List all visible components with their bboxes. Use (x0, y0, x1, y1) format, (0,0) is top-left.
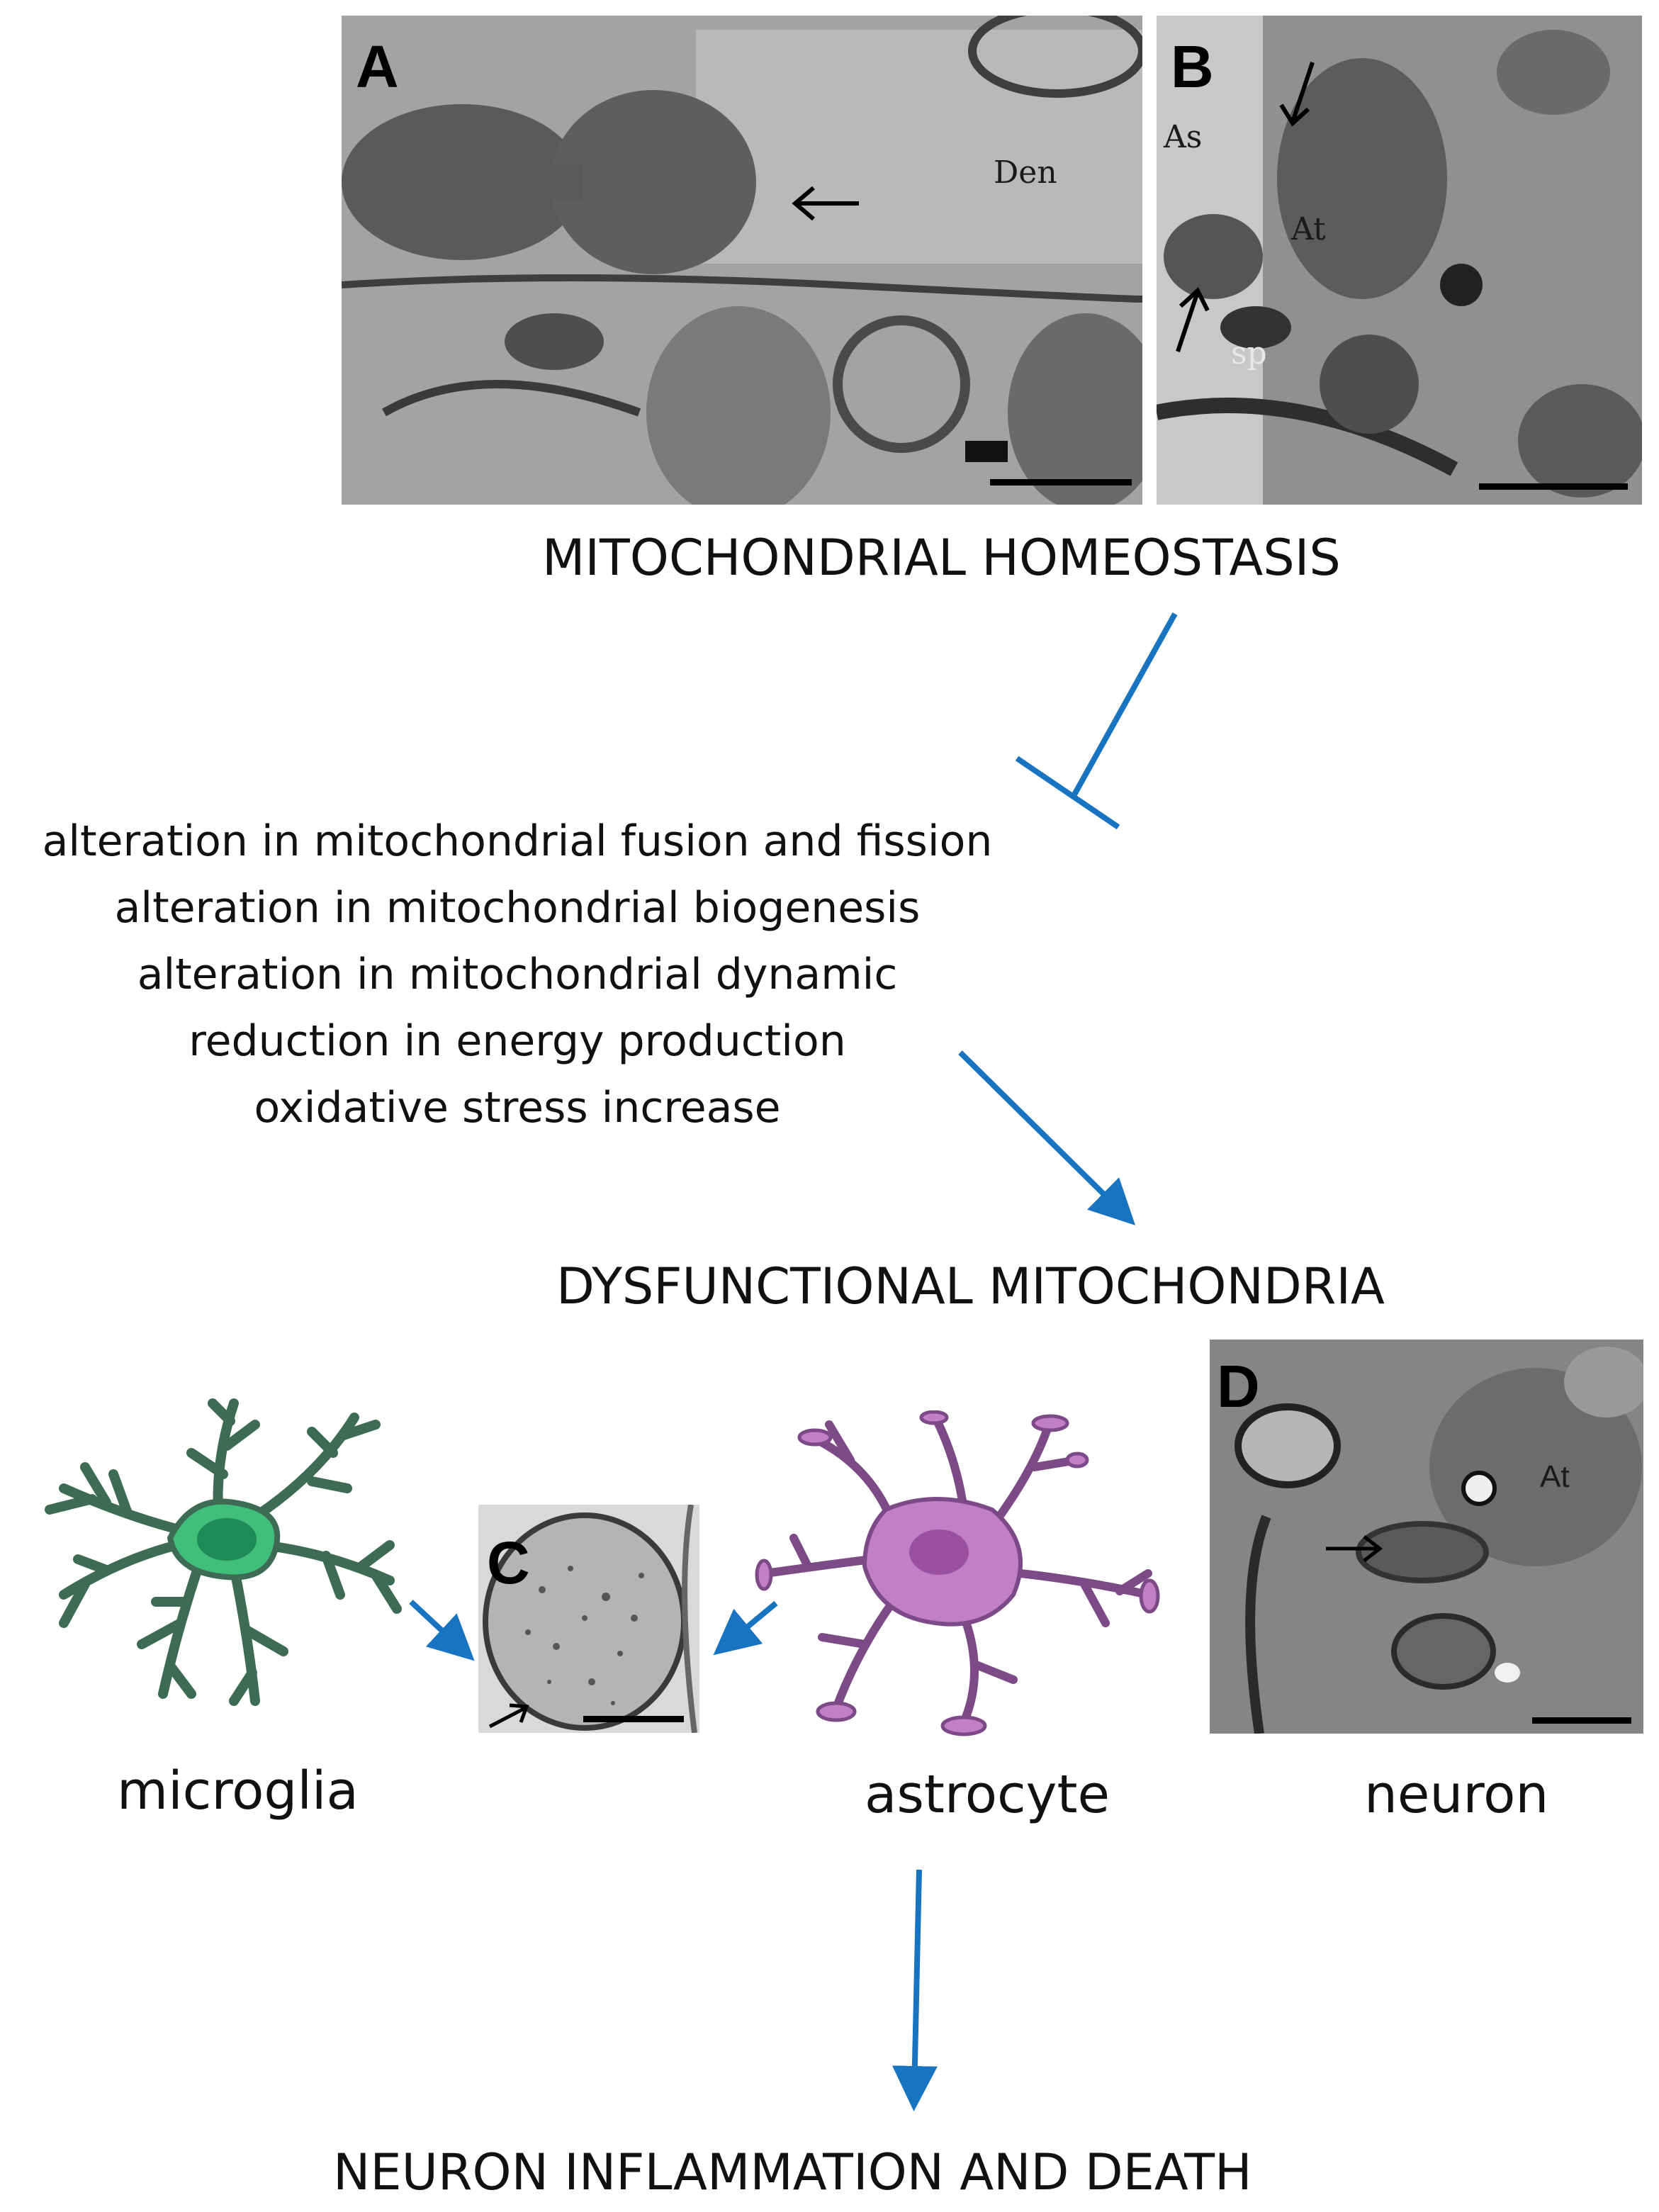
em-panel-d: D At (1210, 1340, 1643, 1734)
em-texture-c (478, 1505, 699, 1733)
panel-d-pointer-arrow (1326, 1535, 1383, 1562)
inhibition-bar (1015, 756, 1120, 830)
alteration-item: oxidative stress increase (254, 1083, 781, 1133)
panel-c-letter: C (487, 1529, 530, 1596)
microglia-nucleus (197, 1518, 257, 1561)
astrocyte-label: astrocyte (865, 1764, 1110, 1825)
panel-a-pointer-arrow (792, 186, 859, 221)
neuron-label: neuron (1364, 1764, 1549, 1825)
panel-b-at-label: At (1291, 211, 1326, 247)
panel-a-den-label: Den (994, 155, 1057, 191)
em-panel-a: A Den (342, 16, 1142, 505)
astrocyte-endfeet (755, 1410, 1160, 1736)
panel-b-pointer-arrow-bottom (1176, 287, 1210, 352)
em-texture-b (1157, 16, 1642, 505)
alteration-item: reduction in energy production (189, 1016, 846, 1066)
astrocyte-illustration (755, 1410, 1160, 1736)
panel-c-scale-bar (583, 1716, 684, 1722)
heading-mitochondrial-homeostasis: MITOCHONDRIAL HOMEOSTASIS (542, 529, 1341, 587)
inhibition-arrow-line (1071, 612, 1178, 797)
panel-d-letter: D (1217, 1353, 1260, 1420)
panel-c-pointer-arrow (488, 1703, 529, 1729)
em-panel-b: B As At sp (1157, 16, 1642, 505)
panel-b-as-label: As (1164, 119, 1203, 155)
microglia-label: microglia (117, 1761, 359, 1821)
alteration-item: alteration in mitochondrial biogenesis (114, 883, 921, 933)
alteration-list: alteration in mitochondrial fusion and f… (14, 808, 1020, 1141)
panel-d-at-label: At (1540, 1459, 1570, 1494)
em-panel-c: C (478, 1505, 699, 1733)
astrocyte-nucleus (909, 1529, 969, 1575)
alteration-item: alteration in mitochondrial fusion and f… (42, 816, 993, 866)
microglia-illustration (45, 1398, 402, 1706)
panel-b-sp-label: sp (1231, 335, 1267, 371)
arrow-to-outcome (892, 1869, 938, 2111)
panel-a-scale-bar (990, 479, 1132, 485)
panel-b-pointer-arrow-top (1279, 62, 1315, 127)
panel-b-scale-bar (1479, 483, 1628, 490)
panel-a-letter: A (356, 33, 399, 100)
heading-dysfunctional-mitochondria: DYSFUNCTIONAL MITOCHONDRIA (556, 1257, 1385, 1315)
alteration-item: alteration in mitochondrial dynamic (137, 950, 898, 999)
heading-neuron-inflammation-death: NEURON INFLAMMATION AND DEATH (333, 2143, 1252, 2201)
panel-d-scale-bar (1532, 1717, 1631, 1724)
em-texture-a (342, 16, 1142, 505)
panel-b-letter: B (1171, 33, 1214, 100)
em-texture-d (1210, 1340, 1643, 1734)
microglia-processes (45, 1398, 402, 1706)
arrow-microglia-to-mitochondria (409, 1600, 475, 1661)
astrocyte-processes (761, 1413, 1152, 1727)
